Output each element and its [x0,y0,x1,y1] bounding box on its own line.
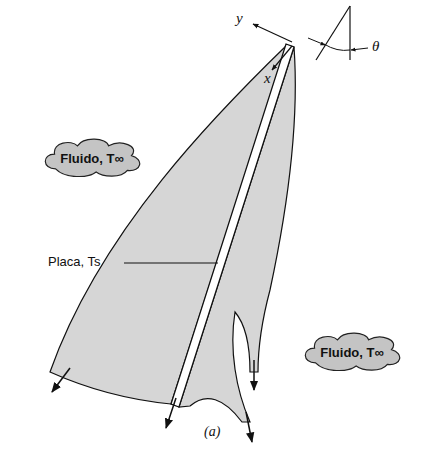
fluid-label: Fluido, T∞ [300,345,404,360]
figure-label: (a) [204,424,220,440]
leader-line [124,263,218,264]
angle-arrow [308,38,325,45]
plate [171,44,294,407]
angle-arc [324,44,350,50]
y-axis [253,24,292,42]
angle-arrow [351,48,368,50]
fluid-cloud: Fluido, T∞ [40,136,144,177]
x-axis [272,46,292,70]
axis-label: y [236,10,243,27]
flow-arrow [246,412,252,442]
angle-label: θ [372,38,379,55]
vertical-reference [349,6,350,60]
axis-label: x [264,70,271,87]
plate-label: Placa, Ts [48,254,101,269]
flow-arrow [166,398,176,428]
plate-direction [316,6,350,60]
flow-arrow [52,368,70,392]
flow-arrow [253,360,255,390]
fluid-cloud: Fluido, T∞ [300,330,404,371]
boundary-layer-plume [179,47,295,422]
fluid-label: Fluido, T∞ [40,151,144,166]
